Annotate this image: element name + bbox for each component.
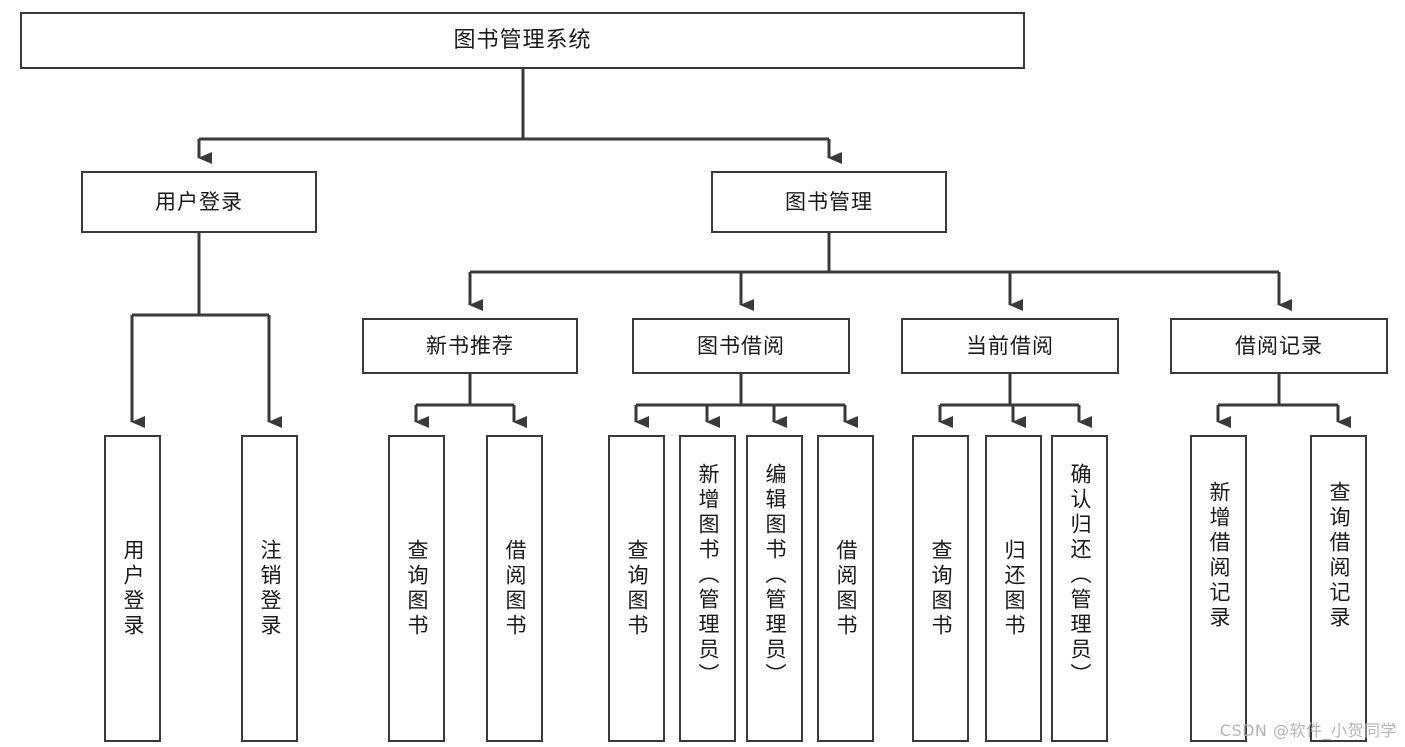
node-leaf-query-book-2[interactable]: 查询图书 [608,435,665,742]
node-leaf-user-login[interactable]: 用户登录 [104,435,161,742]
node-borrow-record-label: 借阅记录 [1235,333,1323,358]
node-book-borrow[interactable]: 图书借阅 [632,318,850,374]
node-leaf-confirm-return-label: 确认归还（管理员） [1068,463,1092,688]
node-leaf-borrow-book-2[interactable]: 借阅图书 [817,435,874,742]
node-leaf-borrow-book-1-label: 借阅图书 [503,538,527,639]
node-leaf-query-book-1-label: 查询图书 [405,538,429,639]
node-leaf-return-book[interactable]: 归还图书 [985,435,1042,742]
csdn-watermark: CSDN @软件_小贺同学 [1219,721,1397,740]
node-book-manage[interactable]: 图书管理 [711,171,947,233]
node-leaf-borrow-book-1[interactable]: 借阅图书 [486,435,543,742]
node-leaf-query-book-3-label: 查询图书 [929,538,953,639]
node-leaf-query-book-1[interactable]: 查询图书 [388,435,445,742]
node-leaf-edit-book-label: 编辑图书（管理员） [763,463,787,688]
node-leaf-query-book-3[interactable]: 查询图书 [912,435,969,742]
node-leaf-borrow-book-2-label: 借阅图书 [834,538,858,639]
node-user-login[interactable]: 用户登录 [81,171,317,233]
node-leaf-add-book-label: 新增图书（管理员） [696,463,720,688]
node-leaf-add-record-label: 新增借阅记录 [1207,481,1231,631]
node-book-borrow-label: 图书借阅 [697,333,785,358]
node-leaf-user-login-label: 用户登录 [121,538,145,639]
node-leaf-add-record[interactable]: 新增借阅记录 [1190,435,1247,742]
node-leaf-query-record[interactable]: 查询借阅记录 [1310,435,1367,742]
node-root-label: 图书管理系统 [453,27,592,53]
node-leaf-add-book[interactable]: 新增图书（管理员） [679,435,736,742]
node-current-borrow[interactable]: 当前借阅 [901,318,1119,374]
node-leaf-return-book-label: 归还图书 [1002,538,1026,639]
node-leaf-user-logout-label: 注销登录 [258,538,282,639]
node-new-book-recommend[interactable]: 新书推荐 [362,318,578,374]
node-new-book-recommend-label: 新书推荐 [426,333,514,358]
node-borrow-record[interactable]: 借阅记录 [1170,318,1388,374]
node-book-manage-label: 图书管理 [785,189,873,214]
node-leaf-query-book-2-label: 查询图书 [625,538,649,639]
node-user-login-label: 用户登录 [155,189,243,214]
node-current-borrow-label: 当前借阅 [966,333,1054,358]
node-leaf-edit-book[interactable]: 编辑图书（管理员） [746,435,803,742]
node-leaf-confirm-return[interactable]: 确认归还（管理员） [1051,435,1108,742]
node-leaf-user-logout[interactable]: 注销登录 [241,435,298,742]
node-leaf-query-record-label: 查询借阅记录 [1327,481,1351,631]
node-root[interactable]: 图书管理系统 [20,12,1025,69]
